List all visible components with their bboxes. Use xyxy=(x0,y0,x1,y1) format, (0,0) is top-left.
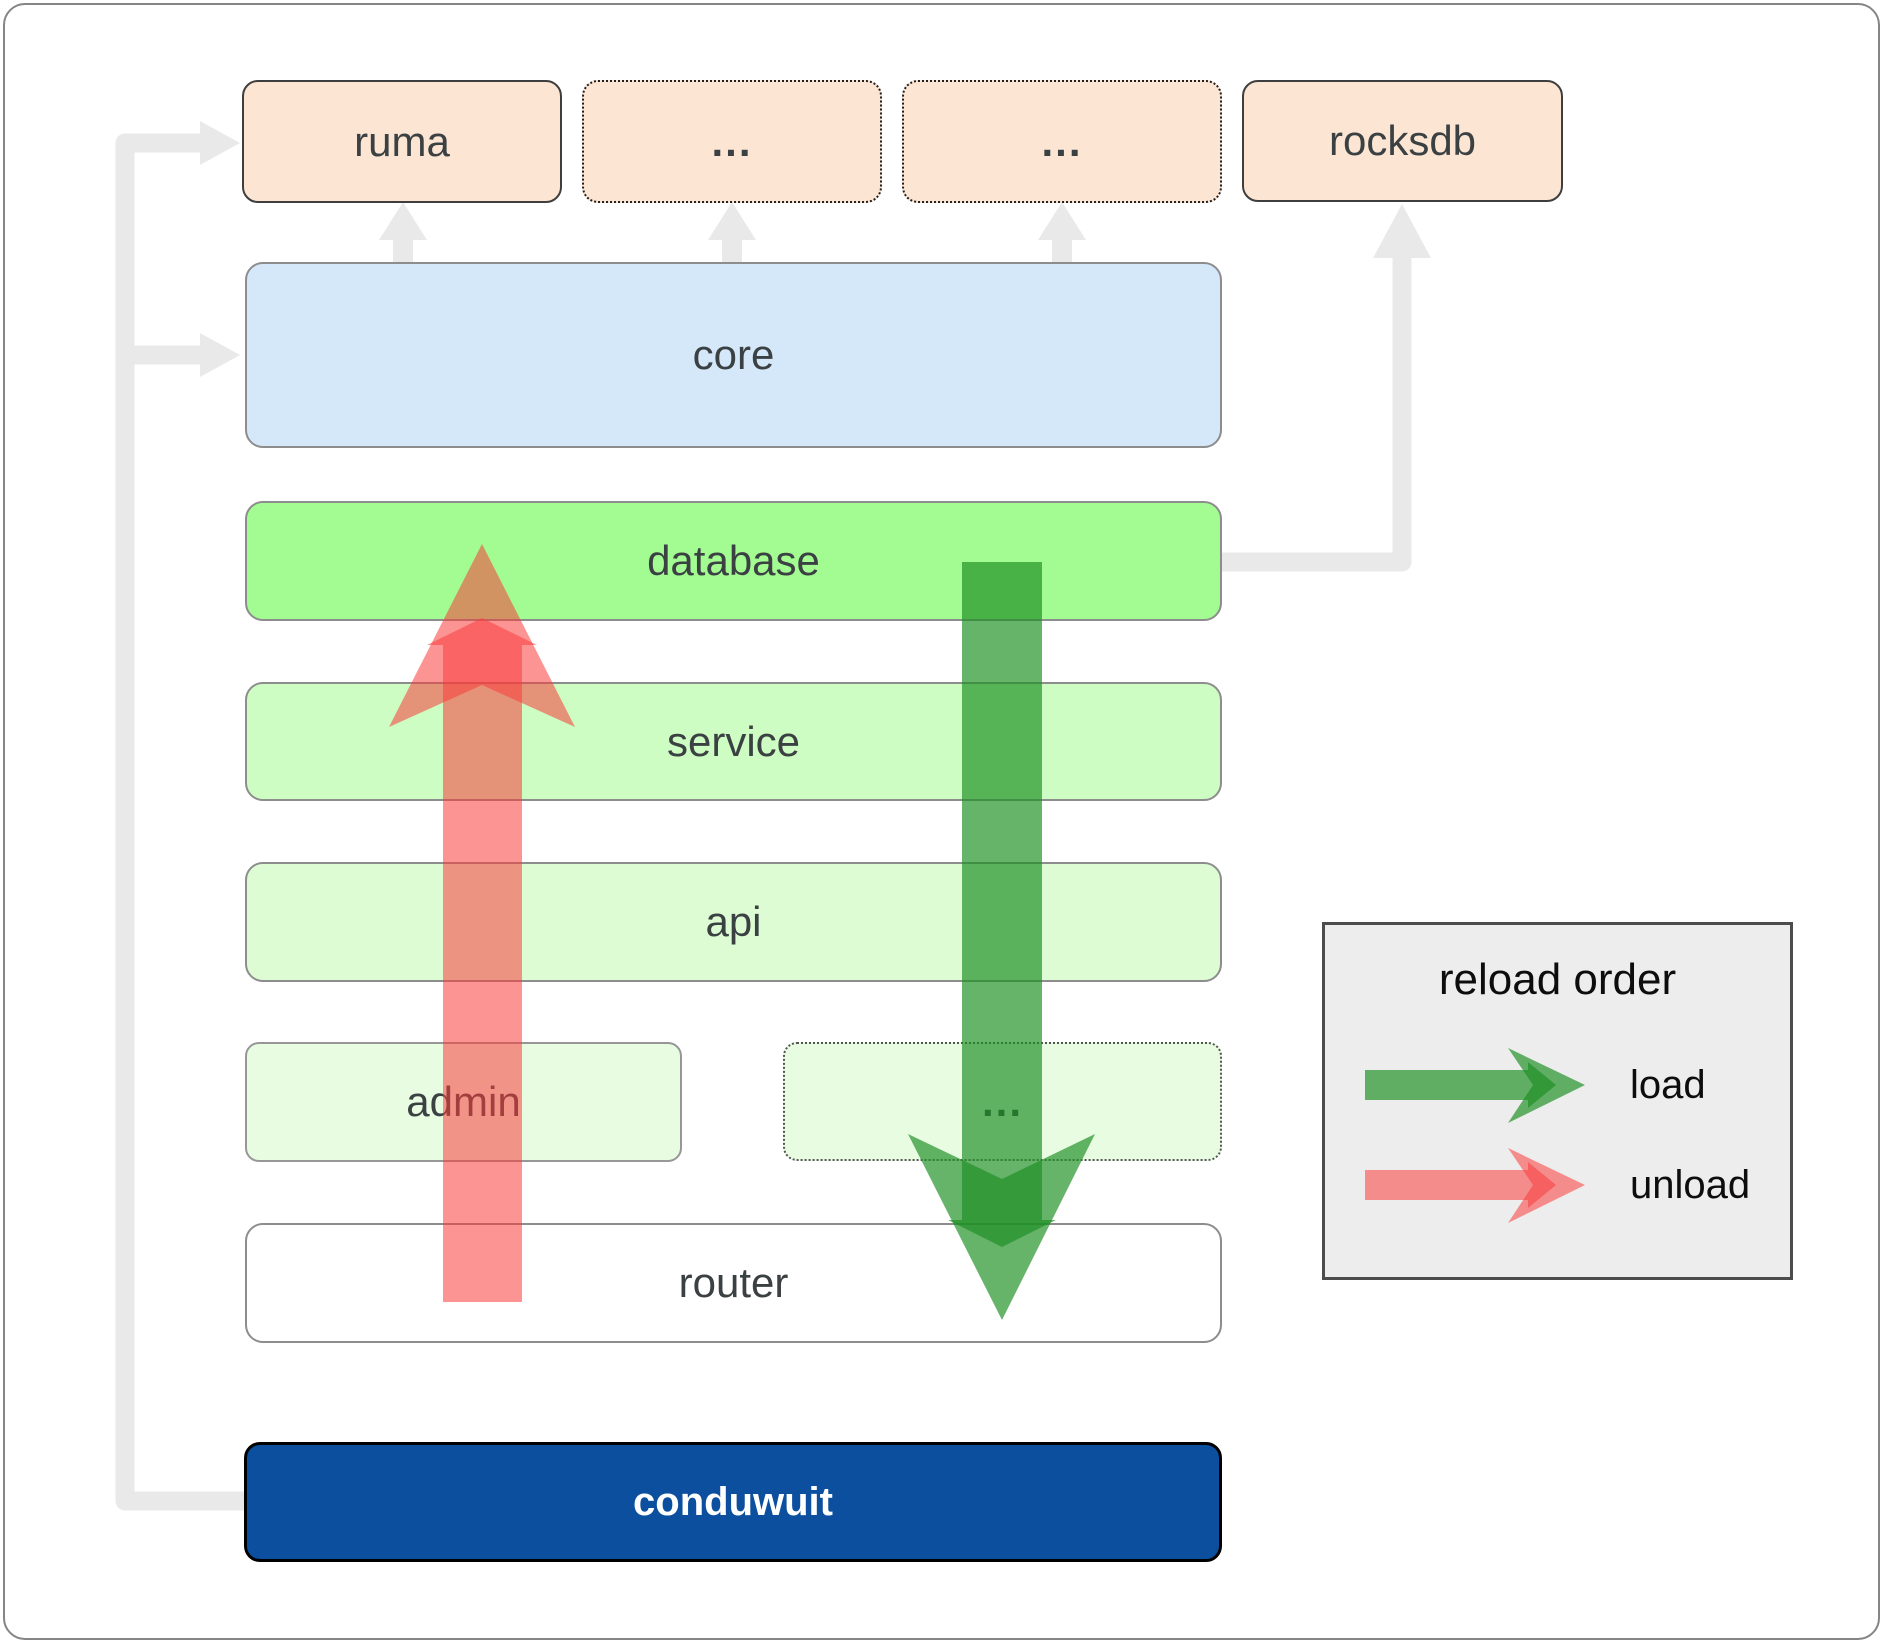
router-label: router xyxy=(678,1259,789,1306)
more-crates-label-1: ... xyxy=(711,117,753,165)
crate-box-rocksdb: rocksdb xyxy=(1242,80,1563,202)
layer-box-api: api xyxy=(245,862,1222,982)
legend-unload-label: unload xyxy=(1630,1163,1751,1207)
layer-box-service: service xyxy=(245,682,1222,801)
legend-load-arrow-head xyxy=(1508,1048,1585,1123)
crate-box-more-2: ... xyxy=(902,80,1222,203)
layer-box-admin-more: ... xyxy=(783,1042,1222,1161)
conduwuit-label: conduwuit xyxy=(633,1479,833,1524)
legend-unload-arrow-head xyxy=(1508,1148,1585,1223)
crate-box-ruma: ruma xyxy=(242,80,562,203)
layer-box-router: router xyxy=(245,1223,1222,1343)
ruma-label: ruma xyxy=(354,117,450,165)
layer-box-admin: admin xyxy=(245,1042,682,1162)
more-crates-label-2: ... xyxy=(1041,117,1083,165)
legend-load-arrow-icon xyxy=(1365,1048,1585,1123)
admin-more-label: ... xyxy=(981,1077,1023,1125)
legend-title: reload order xyxy=(1438,955,1677,1004)
diagram-frame xyxy=(3,3,1880,1640)
legend: reload order load unload xyxy=(1322,922,1793,1280)
core-label: core xyxy=(692,331,775,378)
service-label: service xyxy=(666,717,801,765)
api-label: api xyxy=(705,898,762,945)
admin-label: admin xyxy=(406,1078,521,1125)
legend-unload-arrow-shaft xyxy=(1365,1162,1556,1208)
legend-load-label: load xyxy=(1630,1063,1706,1107)
legend-unload-arrow-icon xyxy=(1365,1148,1585,1223)
layer-box-database: database xyxy=(245,501,1222,621)
layer-box-conduwuit: conduwuit xyxy=(244,1442,1222,1562)
rocksdb-label: rocksdb xyxy=(1328,117,1477,164)
legend-load-arrow-shaft xyxy=(1365,1062,1556,1108)
legend-arrows xyxy=(1365,1048,1585,1223)
layer-box-core: core xyxy=(245,262,1222,448)
database-label: database xyxy=(647,537,820,584)
crate-box-more-1: ... xyxy=(582,80,882,203)
